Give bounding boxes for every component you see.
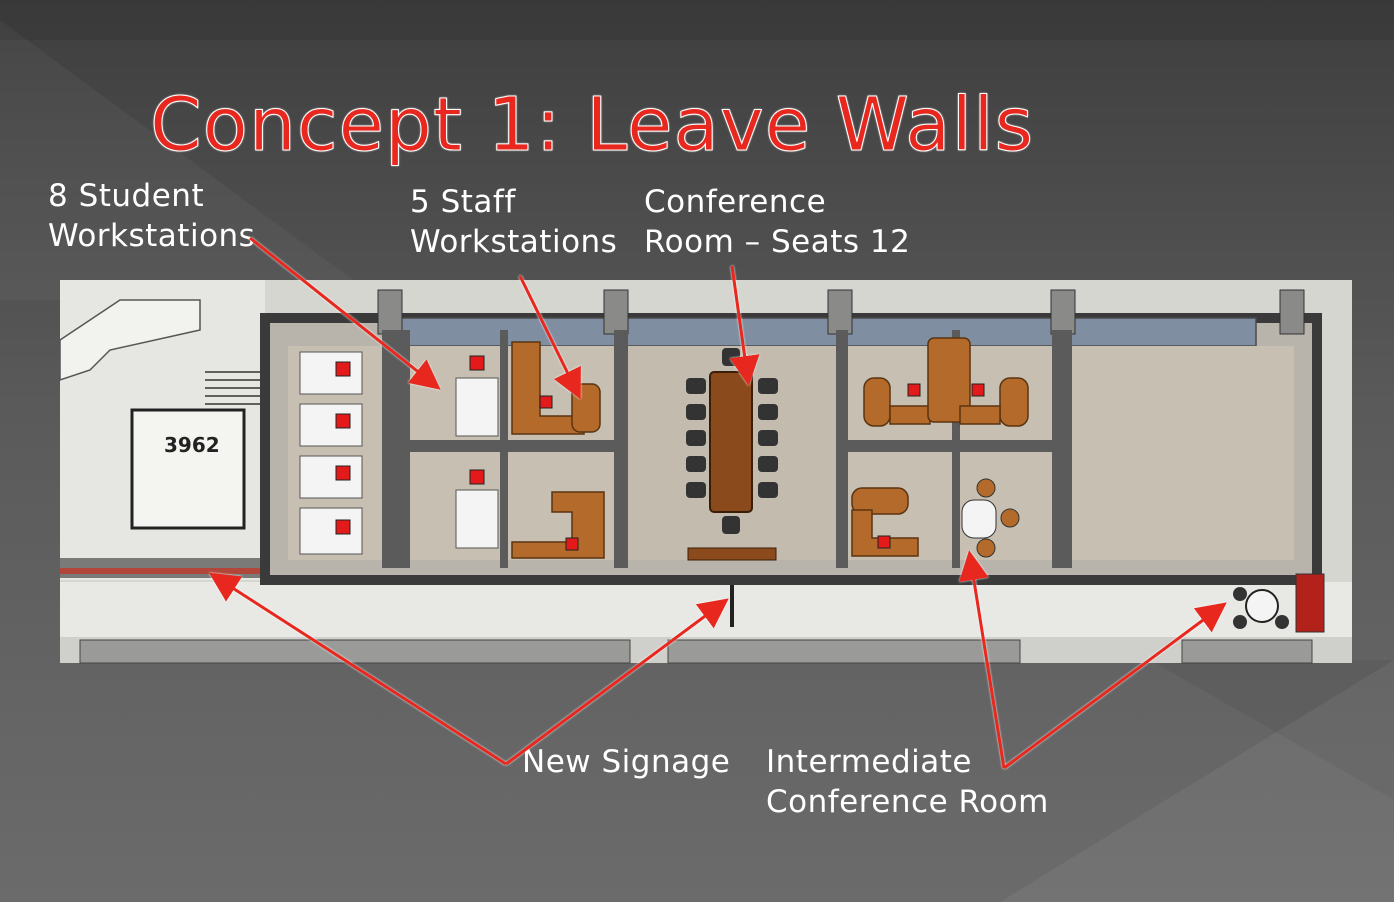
lower-office-right [1181,639,1313,664]
partitions [382,330,1072,568]
arrow-student [249,236,441,390]
column [377,289,403,335]
label-line: 8 Student [48,178,205,214]
column [1050,289,1076,335]
arrow-staff [518,275,581,400]
corridor-round-table [1233,573,1325,633]
label-line: Conference [644,184,827,220]
lower-office-left [79,639,631,664]
label-line: Intermediate [766,744,973,780]
label-line: 5 Staff [410,184,516,220]
label-line: Workstations [48,218,256,254]
arrow-signage-left [208,572,507,766]
staff-desks [511,337,1029,559]
label-line: Conference Room [766,784,1049,820]
column [1279,289,1305,335]
room-3962-box [130,408,246,530]
label-intermediate-conference: Intermediate Conference Room [766,742,1049,822]
arrow-conference [729,265,760,386]
label-line: Room – Seats 12 [644,224,911,260]
label-staff-workstations: 5 Staff Workstations [410,182,617,262]
signage-post [730,585,734,627]
staff-chairs [539,383,985,551]
small-conference-table [961,478,1020,558]
label-conference-room: Conference Room – Seats 12 [644,182,910,262]
arrow-intermediate-room [958,550,1006,769]
open-area [1072,346,1294,560]
column [603,289,629,335]
lower-office-middle [667,639,1021,664]
label-student-workstations: 8 Student Workstations [48,176,255,256]
student-desks [299,351,499,555]
conference-table [686,348,778,561]
label-line: Workstations [410,224,618,260]
arrow-signage-right [505,598,729,766]
room-number: 3962 [164,433,220,457]
arrow-intermediate-corridor [1003,602,1227,770]
label-new-signage: New Signage [522,742,730,782]
stair-lines [205,371,260,405]
slide-title: Concept 1: Leave Walls [149,82,1035,169]
column [827,289,853,335]
label-line: New Signage [522,744,731,780]
